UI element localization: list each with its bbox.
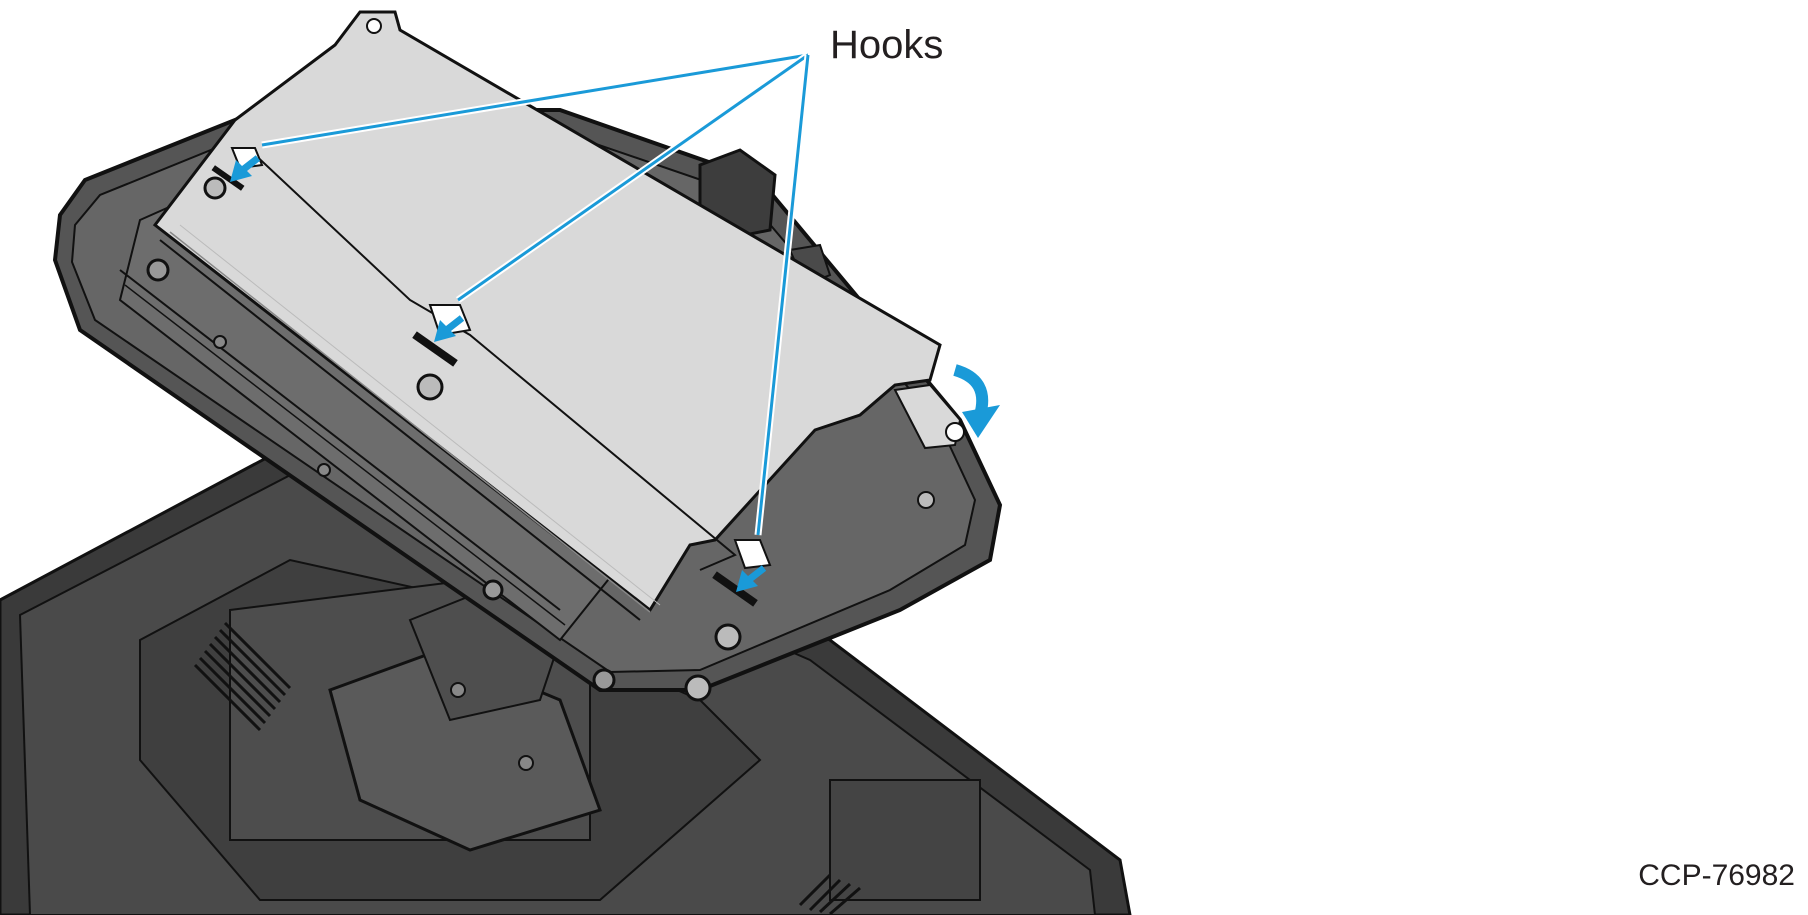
arrow-icon [736,565,767,592]
cover-panel [152,10,965,702]
screw-icon [945,422,965,442]
figure-id-label: CCP-76982 [1638,859,1795,892]
screw-icon [450,682,466,698]
arrow-icon [434,315,465,342]
arrow-icon [230,155,261,182]
screw-icon [592,668,616,692]
vent-left [193,621,292,732]
hook-slot-3 [712,571,758,607]
screw-icon [416,373,444,401]
hooks-label: Hooks [830,23,943,67]
screw-icon [917,491,935,509]
rotate-arrow-icon [953,364,1000,438]
screw-icon [203,176,227,200]
vent-right [798,873,861,915]
screw-icon [714,623,742,651]
stand-base [0,438,1132,915]
screw-icon [213,335,227,349]
screw-icon [482,579,504,601]
screw-icon [317,463,331,477]
screw-icon [146,258,170,282]
screw-icon [684,674,712,702]
hook-slot-2 [412,331,458,367]
screw-icon [366,18,382,34]
hook-slot-1 [211,165,245,191]
screw-icon [518,755,534,771]
hooks-leader-lines [261,51,812,536]
